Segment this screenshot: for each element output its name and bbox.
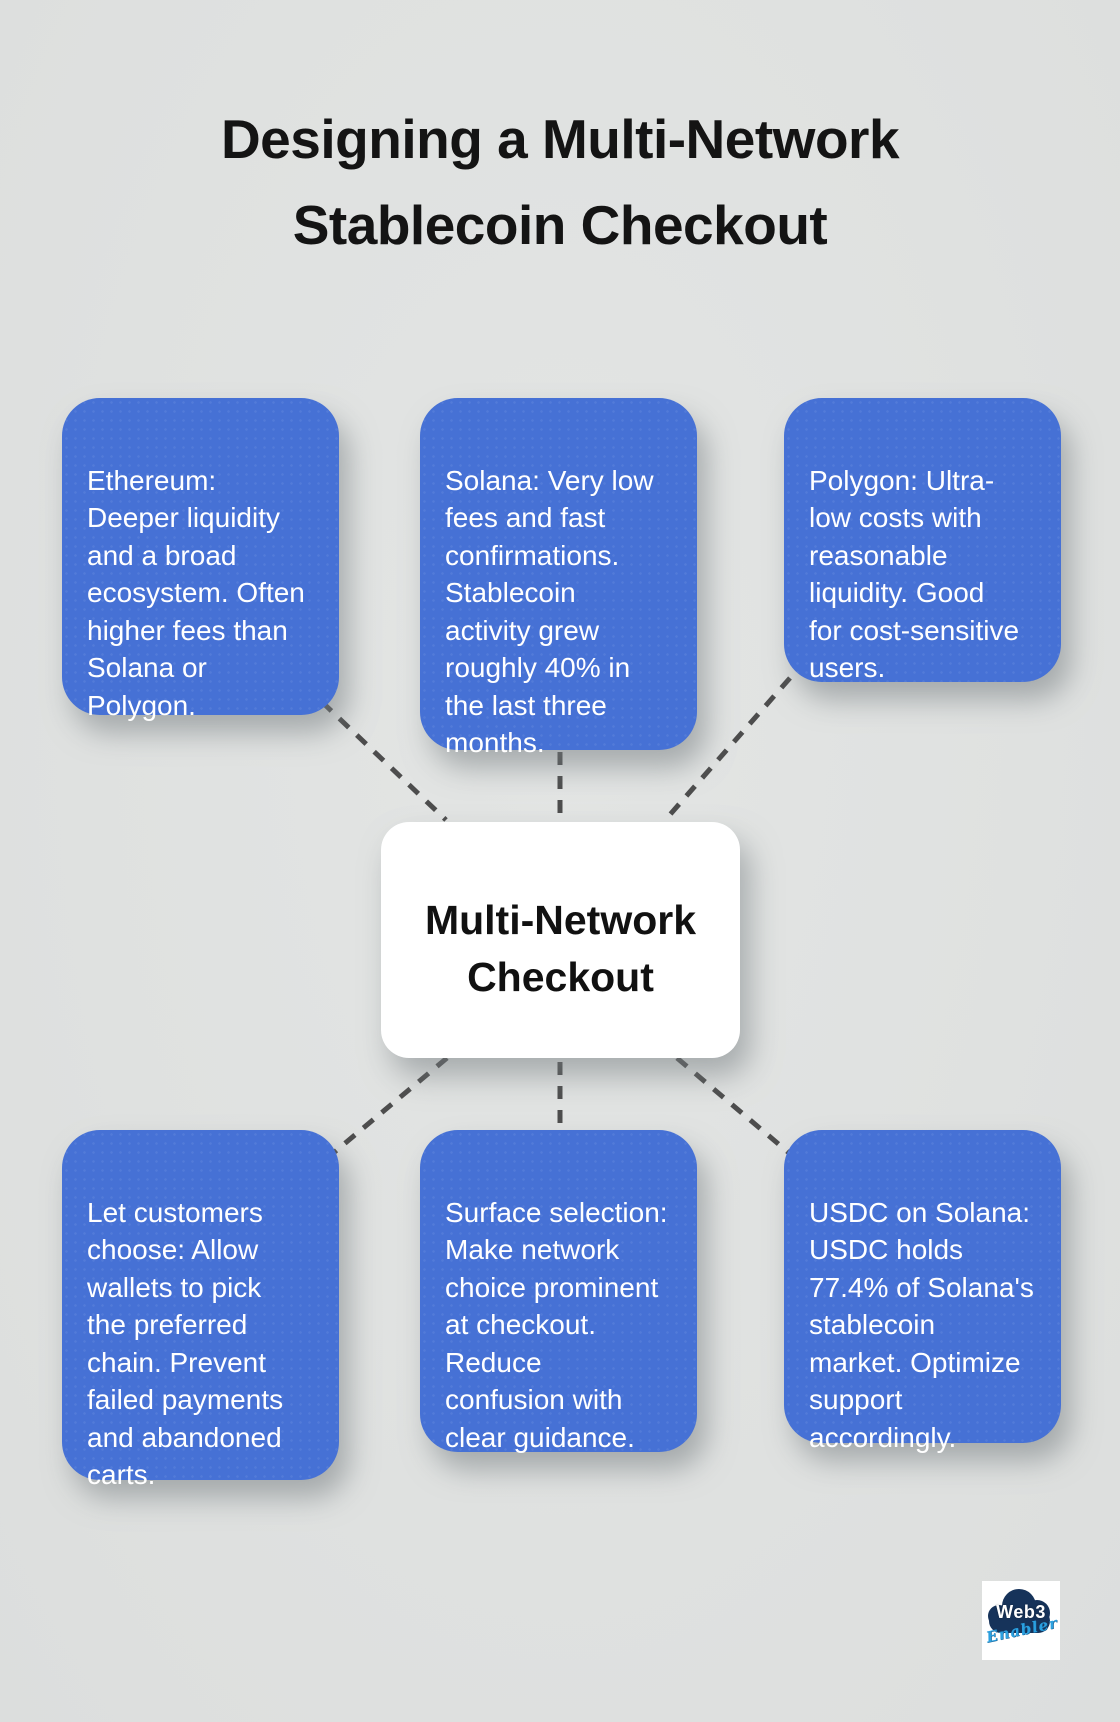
card-usdc-on-solana-text: USDC on Solana: USDC holds 77.4% of Sola… bbox=[809, 1196, 1034, 1453]
card-solana: Solana: Very low fees and fast confirmat… bbox=[420, 398, 697, 758]
card-let-customers-choose: Let customers choose: Allow wallets to p… bbox=[62, 1130, 339, 1490]
connector-center-usdc bbox=[675, 1056, 797, 1160]
card-polygon: Polygon: Ultra- low costs with reasonabl… bbox=[784, 398, 1061, 684]
web3-enabler-logo: Web3 Enabler bbox=[982, 1581, 1060, 1660]
connector-ethereum-center bbox=[320, 700, 448, 822]
connector-polygon-center bbox=[665, 676, 792, 820]
card-polygon-text: Polygon: Ultra- low costs with reasonabl… bbox=[809, 464, 1020, 684]
card-surface-selection: Surface selection: Make network choice p… bbox=[420, 1130, 697, 1453]
page-title: Designing a Multi-Network Stablecoin Che… bbox=[220, 108, 900, 256]
card-usdc-on-solana: USDC on Solana: USDC holds 77.4% of Sola… bbox=[784, 1130, 1061, 1453]
center-node: Multi-Network Checkout bbox=[381, 822, 740, 1058]
card-ethereum: Ethereum: Deeper liquidity and a broad e… bbox=[62, 398, 339, 721]
card-surface-selection-text: Surface selection: Make network choice p… bbox=[445, 1196, 668, 1453]
logo-text-web3: Web3 bbox=[996, 1602, 1046, 1622]
cloud-icon bbox=[988, 1589, 1050, 1633]
card-let-customers-choose-text: Let customers choose: Allow wallets to p… bbox=[87, 1196, 284, 1491]
card-solana-text: Solana: Very low fees and fast confirmat… bbox=[445, 464, 654, 759]
connector-center-choose bbox=[323, 1056, 449, 1162]
card-ethereum-text: Ethereum: Deeper liquidity and a broad e… bbox=[87, 464, 305, 721]
center-node-label: Multi-Network Checkout bbox=[424, 897, 697, 1000]
